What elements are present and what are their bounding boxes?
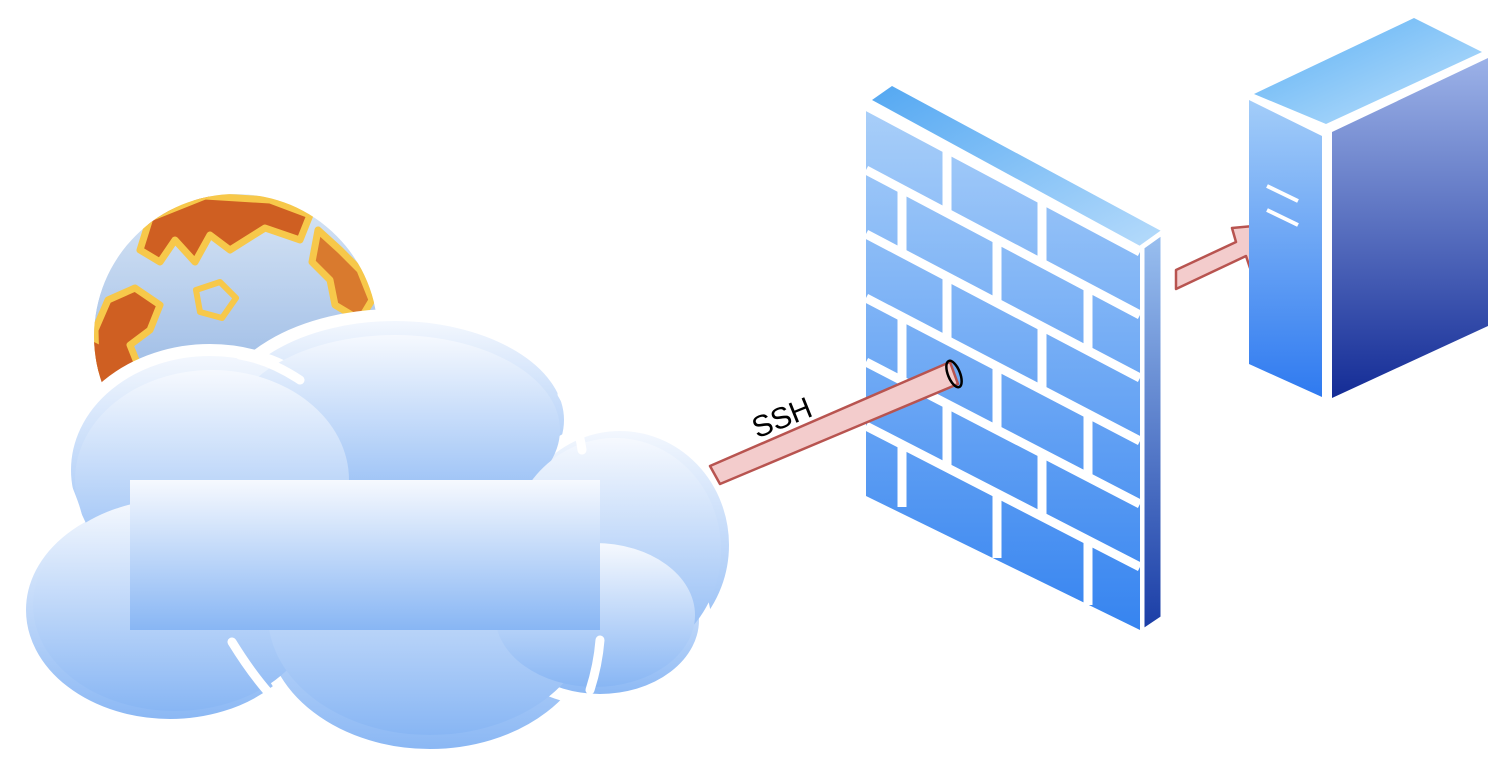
cloud-icon xyxy=(14,309,741,761)
brick-firewall-icon xyxy=(863,86,1166,637)
internet-node xyxy=(14,194,741,761)
ssh-connection: SSH xyxy=(708,359,963,486)
tower-server-icon xyxy=(1249,18,1488,398)
firewall-node xyxy=(863,86,1166,637)
server-node xyxy=(1249,18,1488,398)
drive-slot-icon xyxy=(1266,184,1299,227)
